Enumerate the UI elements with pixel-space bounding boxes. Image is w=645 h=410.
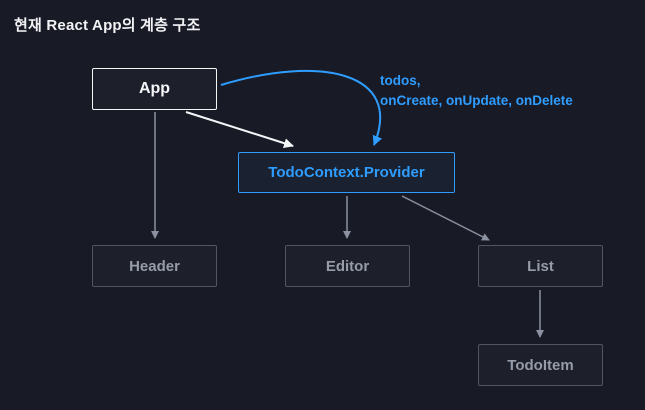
arrow-provider-to-list [401, 195, 490, 241]
node-header-label: Header [129, 257, 180, 275]
diagram-title: 현재 React App의 계층 구조 [14, 17, 201, 34]
node-todoitem-label: TodoItem [507, 356, 574, 374]
node-list: List [478, 245, 603, 287]
node-todocontext-provider-label: TodoContext.Provider [268, 164, 425, 181]
node-list-label: List [527, 257, 554, 275]
arrow-app-to-provider [185, 111, 294, 149]
props-annotation: todos, onCreate, onUpdate, onDelete [380, 71, 573, 111]
node-editor-label: Editor [325, 257, 370, 275]
node-app: App [92, 68, 217, 110]
node-app-label: App [138, 80, 171, 97]
arrow-app-to-provider-props [220, 69, 383, 146]
node-header: Header [92, 245, 217, 287]
node-editor: Editor [285, 245, 410, 287]
node-todoitem: TodoItem [478, 344, 603, 386]
node-todocontext-provider: TodoContext.Provider [238, 152, 455, 193]
props-annotation-line2: onCreate, onUpdate, onDelete [380, 93, 573, 108]
props-annotation-line1: todos, [380, 73, 421, 88]
